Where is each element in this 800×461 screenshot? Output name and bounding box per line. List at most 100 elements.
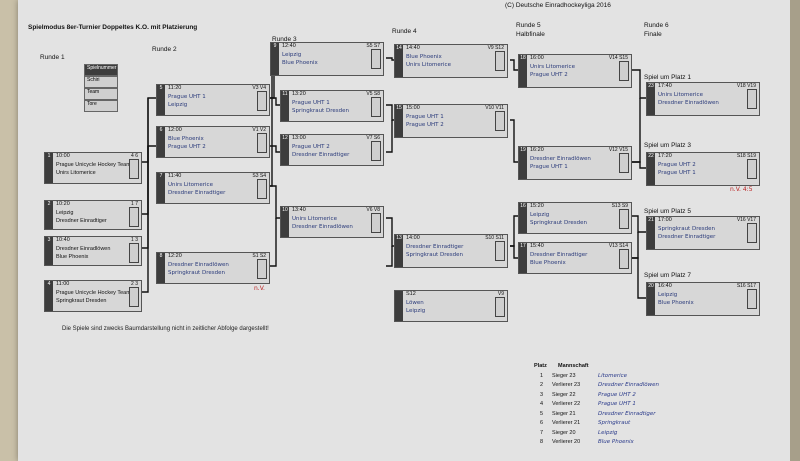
round-label-4: Runde 4 bbox=[392, 28, 417, 35]
game-number: 9 bbox=[271, 43, 279, 75]
referee-slots: 1 3 bbox=[131, 237, 138, 243]
game-time: 13:20 bbox=[292, 91, 306, 97]
match-box-8: 8 12:20 S1 S2 Dresdner Einradlöwen Sprin… bbox=[156, 252, 270, 284]
place-number: 7 bbox=[540, 429, 544, 436]
score-box bbox=[495, 297, 505, 317]
legend: Spielnummer Schiri Team Tore bbox=[84, 64, 118, 112]
match-box-1: 1 10:00 4 6 Prague Unicycle Hockey Team … bbox=[44, 152, 142, 184]
team-name: Springkraut bbox=[598, 420, 631, 426]
place-label-7: Spiel um Platz 7 bbox=[644, 272, 691, 279]
team-a: Prague UHT 1 bbox=[292, 100, 330, 106]
referee-slots: S16 S17 bbox=[736, 283, 756, 289]
team-b: Dresdner Einradtiger bbox=[658, 234, 716, 240]
referee-slots: S10 S11 bbox=[485, 235, 504, 241]
team-a: Dresdner Einradlöwen bbox=[168, 262, 229, 268]
match-box-4: 4 11:00 2 3 Prague Unicycle Hockey Team … bbox=[44, 280, 142, 312]
place-number: 5 bbox=[540, 410, 544, 417]
game-time: 15:40 bbox=[530, 243, 544, 249]
team-b: Prague UHT 1 bbox=[530, 164, 568, 170]
footnote: Die Spiele sind zwecks Baumdarstellung n… bbox=[62, 326, 269, 332]
game-time: 17:00 bbox=[658, 217, 672, 223]
legend-item-referee: Schiri bbox=[84, 76, 118, 88]
game-number: 20 bbox=[647, 283, 655, 315]
slot-s12: S12 bbox=[406, 291, 416, 297]
score-box bbox=[257, 91, 267, 111]
place-number: 2 bbox=[540, 382, 544, 388]
team-a: Prague UHT 2 bbox=[292, 144, 330, 150]
round-label-6: Runde 6 bbox=[644, 22, 669, 29]
game-time: 12:00 bbox=[168, 127, 182, 133]
background-left bbox=[0, 0, 18, 461]
score-box bbox=[257, 179, 267, 199]
team-b: Springkraut Dresden bbox=[406, 252, 463, 258]
game-number: 23 bbox=[647, 83, 655, 115]
match-box-16: 16 15:20 S13 S9 Leipzig Springkraut Dres… bbox=[518, 202, 632, 234]
match-box-22: 22 17:20 S18 S19 Prague UHT 2 Prague UHT… bbox=[646, 152, 760, 186]
team-b: Springkraut Dresden bbox=[292, 108, 349, 114]
game-time: 16:20 bbox=[530, 147, 544, 153]
score-box bbox=[371, 141, 381, 161]
team-b: Prague UHT 2 bbox=[406, 122, 444, 128]
referee-slots: V13 S14 bbox=[608, 243, 628, 249]
match-box-20: 20 16:40 S16 S17 Leipzig Blue Phoenix bbox=[646, 282, 760, 316]
game-number: 8 bbox=[157, 253, 165, 283]
team-b: Leipzig bbox=[168, 102, 188, 108]
referee-slots: S3 S4 bbox=[252, 173, 266, 179]
team-a: Unirs Litomerice bbox=[658, 92, 703, 98]
score-box bbox=[495, 111, 505, 131]
team-a: Leipzig bbox=[658, 292, 678, 298]
standings-header: Platz Mannschaft bbox=[534, 363, 774, 373]
game-number: 3 bbox=[45, 237, 53, 265]
team-name: Litomerice bbox=[598, 372, 628, 379]
team-a: Blue Phoenix bbox=[406, 54, 442, 60]
game-number: 11 bbox=[281, 91, 289, 121]
referee-slots: V1 V2 bbox=[252, 127, 266, 133]
game-number: 6 bbox=[157, 127, 165, 157]
game-time: 11:40 bbox=[168, 173, 182, 179]
match-box-19: 19 16:20 V12 V15 Dresdner Einradlöwen Pr… bbox=[518, 146, 632, 180]
handwritten-nv: n.V. bbox=[254, 285, 265, 292]
score-box bbox=[495, 241, 505, 261]
referee-slots: V18 V19 bbox=[736, 83, 756, 89]
game-number: 15 bbox=[395, 105, 403, 137]
place-number: 8 bbox=[540, 439, 544, 445]
referee-slots: S13 S9 bbox=[611, 203, 628, 209]
game-number: 13 bbox=[395, 235, 403, 267]
legend-item-goals: Tore bbox=[84, 100, 118, 112]
team-b: Dresdner Einradtiger bbox=[168, 190, 226, 196]
game-time: 13:00 bbox=[292, 135, 306, 141]
match-box-11: 11 13:20 V5 S8 Prague UHT 1 Springkraut … bbox=[280, 90, 384, 122]
match-box-15: 15 15:00 V10 V11 Prague UHT 1 Prague UHT… bbox=[394, 104, 508, 138]
referee-slots: S18 S19 bbox=[736, 153, 756, 159]
slot-v9: V9 bbox=[497, 291, 504, 297]
team-a: Dresdner Einradlöwen bbox=[56, 246, 111, 252]
team-b: Unirs Litomerice bbox=[56, 170, 96, 176]
team-b: Springkraut Dresden bbox=[168, 270, 225, 276]
referee-slots: S1 S2 bbox=[252, 253, 266, 259]
team-a: Leipzig bbox=[282, 52, 302, 58]
team-b: Blue Phoenix bbox=[282, 60, 318, 66]
team-b: Prague UHT 2 bbox=[168, 144, 206, 150]
team-a: Dresdner Einradtiger bbox=[406, 244, 464, 250]
game-time: 12:40 bbox=[282, 43, 296, 49]
game-time: 15:20 bbox=[530, 203, 544, 209]
match-box-6: 6 12:00 V1 V2 Blue Phoenix Prague UHT 2 bbox=[156, 126, 270, 158]
copyright-text: (C) Deutsche Einradhockeyliga 2016 bbox=[505, 2, 611, 9]
game-number: 22 bbox=[647, 153, 655, 185]
referee-slots: 1 7 bbox=[131, 201, 138, 207]
game-number: 19 bbox=[519, 147, 527, 179]
game-number: 16 bbox=[519, 203, 527, 233]
game-time: 10:20 bbox=[56, 201, 70, 207]
team-a: Prague UHT 1 bbox=[406, 114, 444, 120]
team-name: Leipzig bbox=[598, 429, 618, 436]
game-time: 11:00 bbox=[56, 281, 70, 287]
score-box bbox=[129, 243, 139, 263]
match-box-5: 5 11:20 V3 V4 Prague UHT 1 Leipzig bbox=[156, 84, 270, 116]
team-b: Dresdner Einradtiger bbox=[56, 218, 107, 224]
